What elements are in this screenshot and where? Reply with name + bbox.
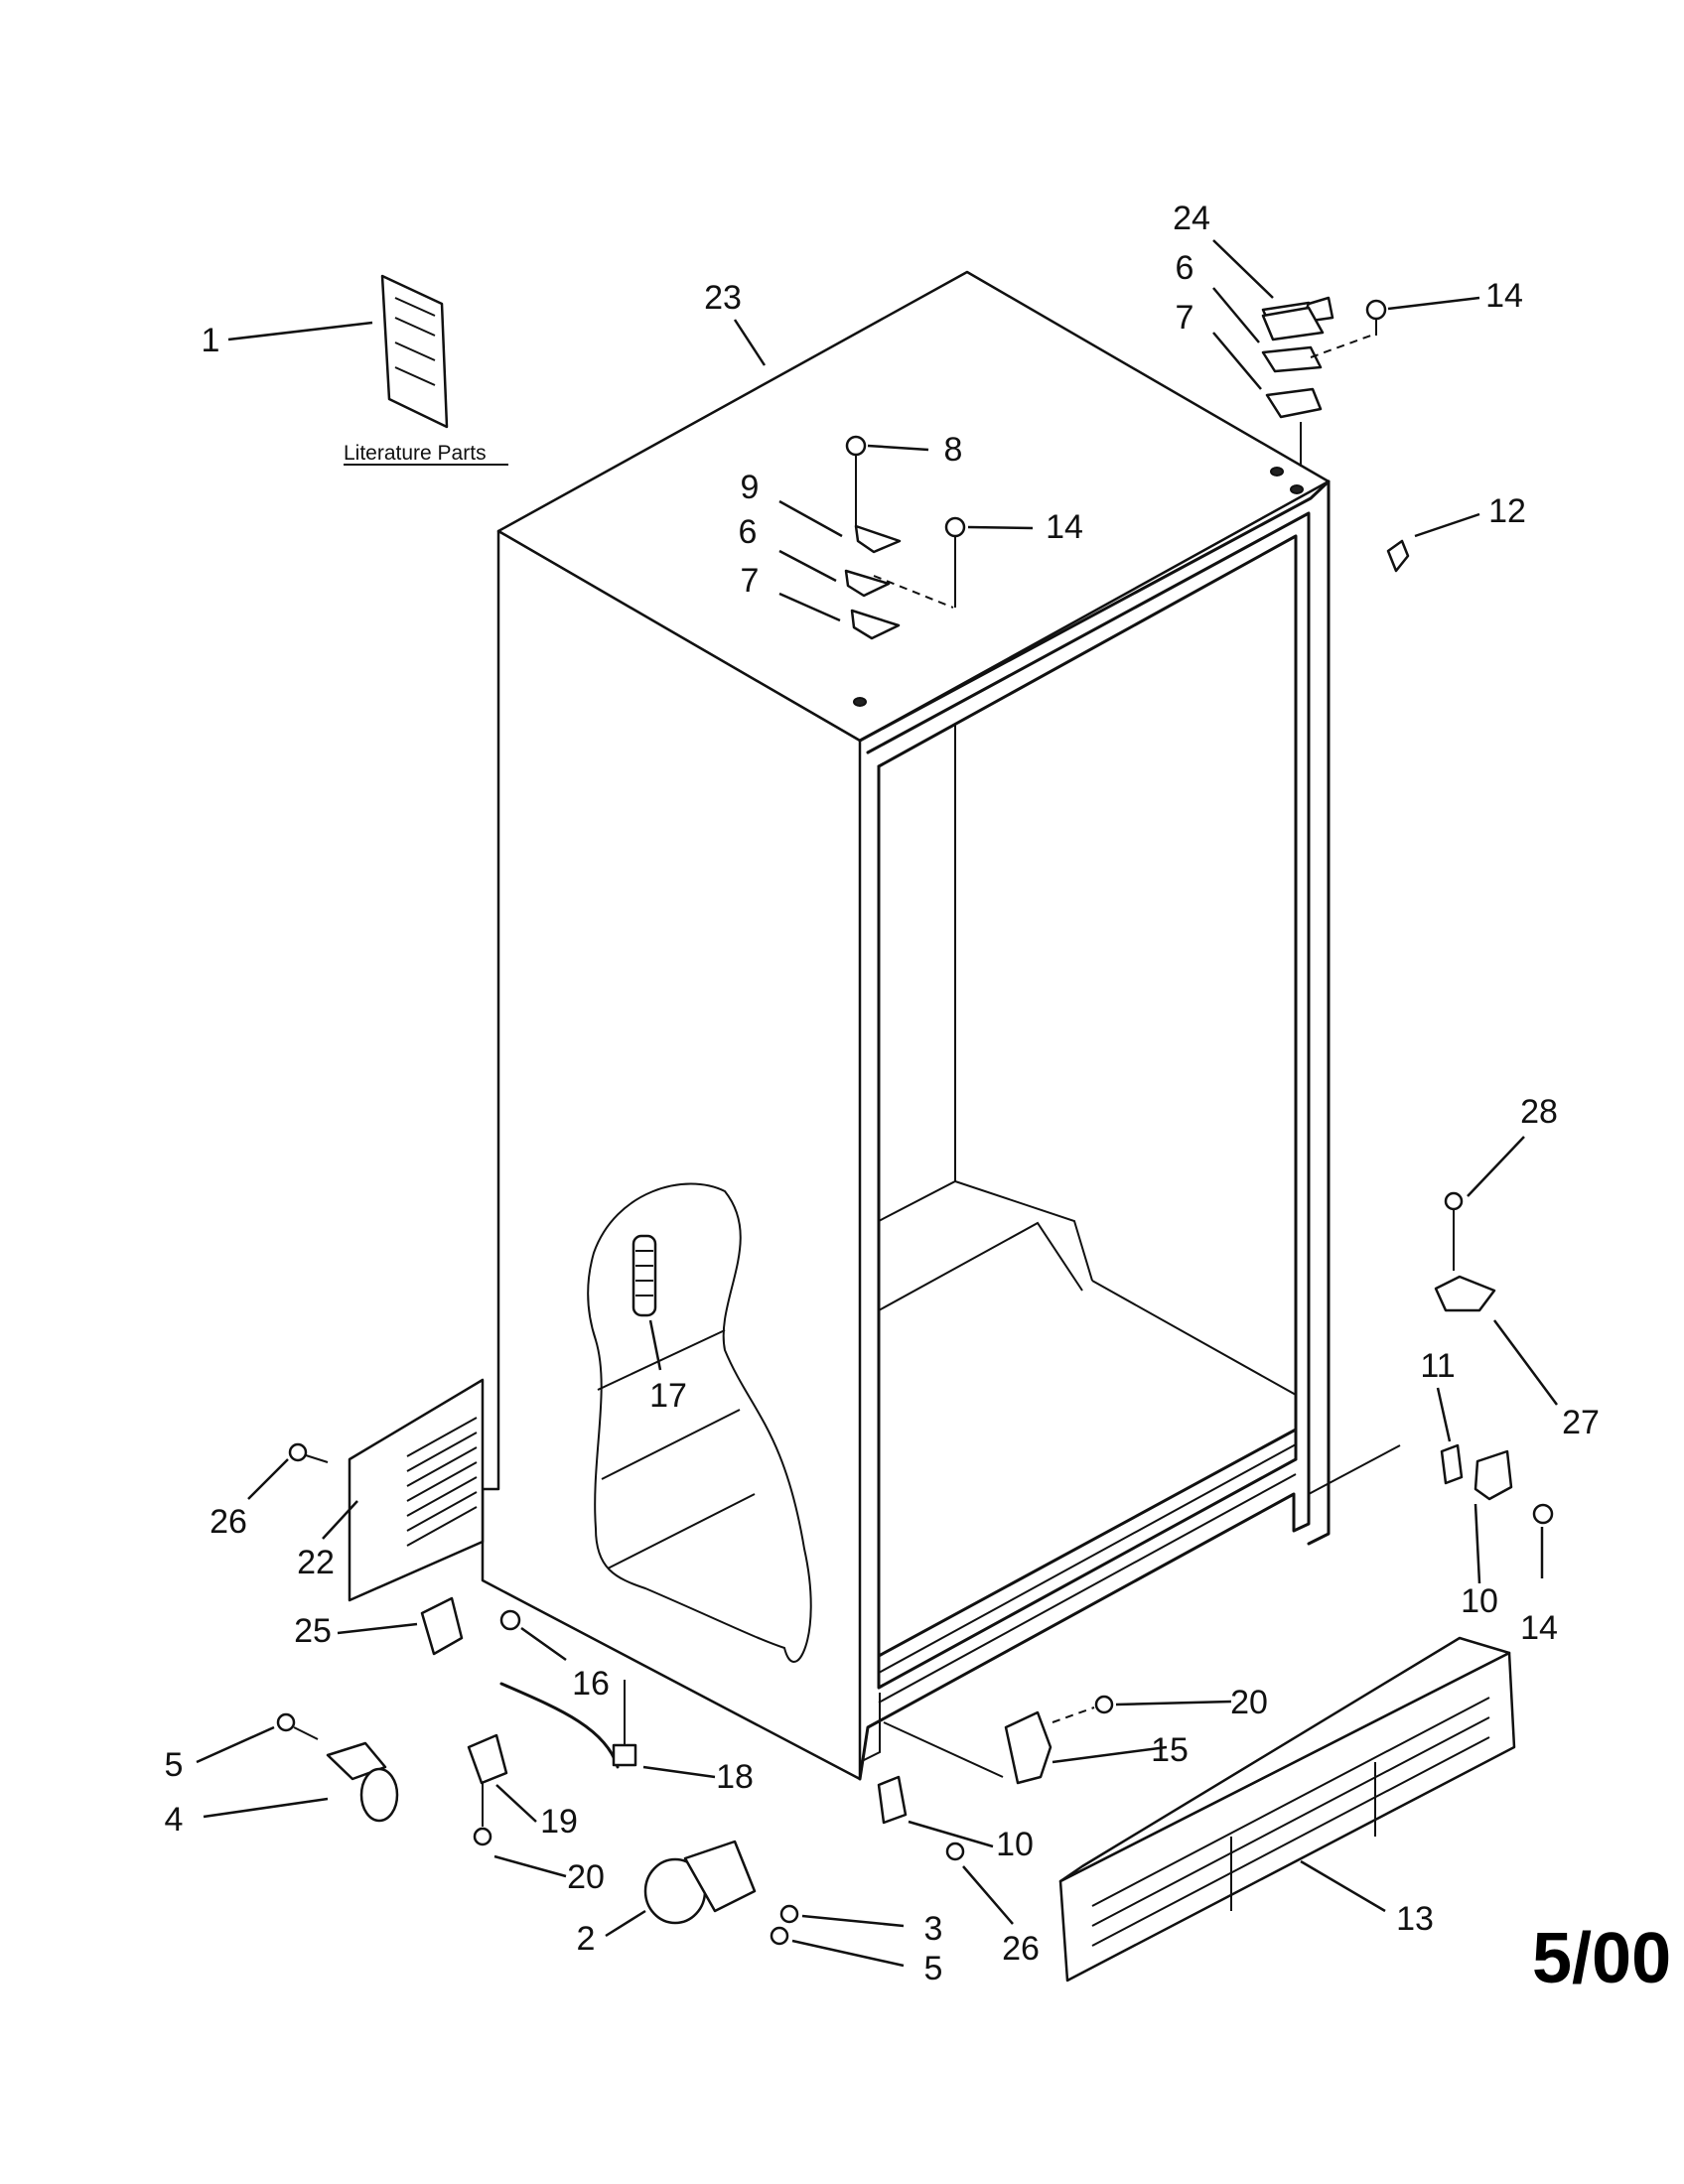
callout-22: 22: [297, 1544, 335, 1581]
callout-11: 11: [1420, 1347, 1455, 1385]
callout-20-left: 20: [567, 1858, 605, 1896]
callout-14-right: 14: [1520, 1609, 1558, 1647]
callouts: 1 23 24 6 7 14 8 9 14 6 7 12 28 27 11 10…: [165, 200, 1600, 1987]
center-hinge-assembly: [844, 435, 966, 640]
callout-12: 12: [1488, 492, 1526, 530]
callout-17: 17: [649, 1377, 687, 1415]
right-lower-parts: [1434, 1191, 1554, 1525]
callout-13: 13: [1396, 1900, 1434, 1938]
callout-19: 19: [540, 1803, 578, 1841]
callout-16: 16: [572, 1665, 610, 1703]
callout-25: 25: [294, 1612, 332, 1650]
callout-18: 18: [716, 1758, 754, 1796]
callout-4: 4: [165, 1801, 184, 1839]
callout-14-center: 14: [1046, 508, 1083, 546]
callout-5-bottom: 5: [924, 1950, 943, 1987]
callout-24: 24: [1173, 200, 1210, 237]
callout-6-center: 6: [739, 513, 758, 551]
callout-8: 8: [944, 431, 963, 469]
callout-7-center: 7: [741, 562, 760, 600]
callout-28: 28: [1520, 1093, 1558, 1131]
callout-23: 23: [704, 279, 742, 317]
callout-7-right: 7: [1176, 299, 1194, 337]
callout-5-left: 5: [165, 1746, 184, 1784]
callout-15: 15: [1151, 1731, 1189, 1769]
callout-6-right: 6: [1176, 249, 1194, 287]
callout-9: 9: [741, 469, 760, 506]
part-12-clip: [1386, 539, 1410, 573]
callout-14-top-right: 14: [1485, 277, 1523, 315]
left-lower-parts: [276, 1378, 799, 1946]
cabinet-shell: [481, 270, 1401, 1781]
callout-10-center: 10: [996, 1826, 1034, 1863]
lower-center-parts: [877, 1695, 1114, 1861]
drain-tube: [632, 1234, 657, 1317]
base-grille: [1058, 1636, 1516, 1982]
callout-10-right: 10: [1461, 1582, 1498, 1620]
callout-26-center: 26: [1002, 1930, 1040, 1968]
callout-20-right: 20: [1230, 1684, 1268, 1721]
callout-27: 27: [1562, 1404, 1600, 1441]
leader-lines: [196, 239, 1559, 1968]
right-hinge-assembly: [1261, 296, 1387, 467]
callout-3: 3: [924, 1910, 943, 1948]
page-code: 5/00: [1532, 1919, 1671, 1998]
callout-2: 2: [577, 1920, 596, 1958]
literature-parts-label: Literature Parts: [344, 442, 487, 465]
callout-26-left: 26: [210, 1503, 247, 1541]
literature-booklet: Literature Parts: [344, 274, 508, 466]
callout-1: 1: [202, 322, 220, 359]
